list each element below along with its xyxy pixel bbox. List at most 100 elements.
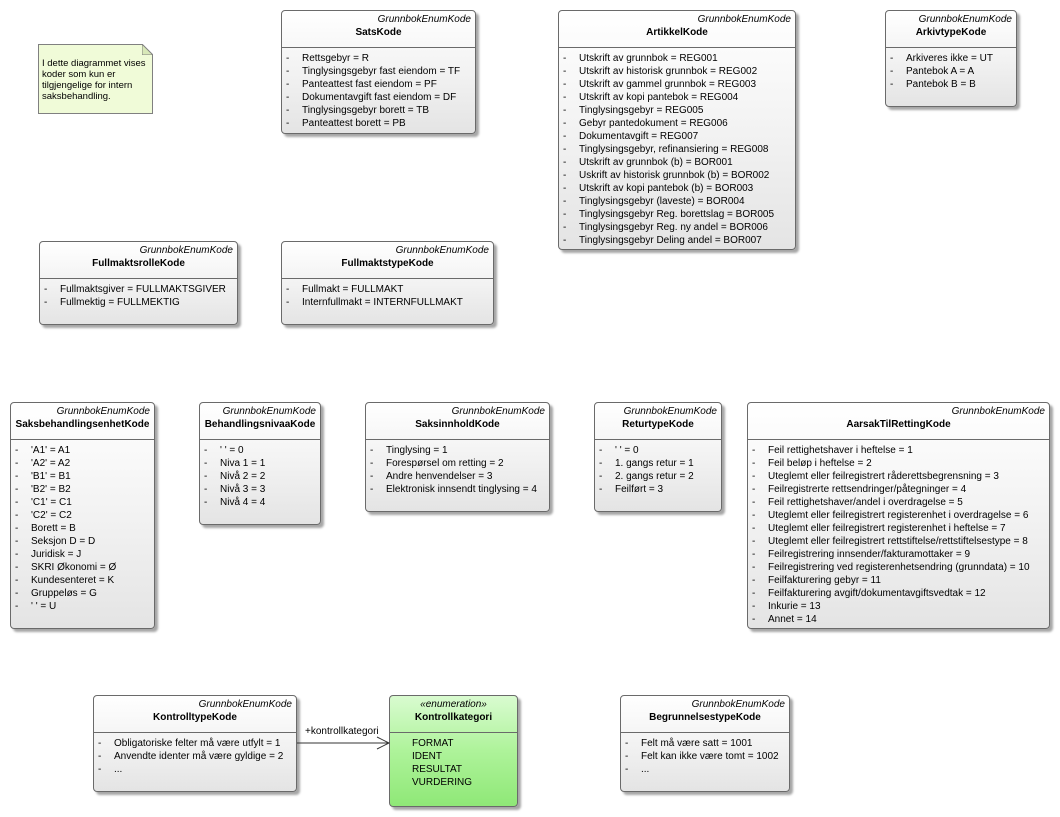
attribute-text: Tinglysingsgebyr (laveste) = BOR004 (579, 196, 745, 207)
attribute-item: - Tinglysingsgebyr Reg. borettslag = BOR0… (559, 208, 795, 221)
class-separator (94, 732, 296, 733)
attribute-item: -Uteglemt eller feilregistrert rettstift… (748, 535, 1049, 548)
visibility-marker: - (15, 445, 19, 456)
visibility-marker: - (563, 209, 567, 220)
class-name: ReturtypeKode (622, 419, 694, 430)
attribute-item: -Gebyr pantedokument = REG006 (559, 117, 795, 130)
class-stereotype: GrunnbokEnumKode (623, 406, 717, 417)
attribute-text: ' ' = 0 (220, 445, 244, 456)
attribute-text: Elektronisk innsendt tinglysing = 4 (386, 484, 537, 495)
attribute-text: Pantebok A = A (906, 66, 975, 77)
visibility-marker: - (752, 549, 756, 560)
attribute-text: Utskrift av kopi pantebok (b) = BOR003 (579, 183, 754, 194)
attribute-text: Tinglysingsgebyr, refinansiering = REG00… (579, 144, 769, 155)
visibility-marker: - (563, 196, 567, 207)
attribute-list: -Feil rettighetshaver i heftelse = 1-Fei… (748, 440, 1049, 630)
attribute-item: -Feil rettighetshaver i heftelse = 1 (748, 444, 1049, 457)
attribute-text: 2. gangs retur = 2 (615, 471, 694, 482)
attribute-text: Gruppeløs = G (31, 588, 97, 599)
attribute-text: Seksjon D = D (31, 536, 96, 547)
attribute-text: Utskrift av kopi pantebok = REG004 (579, 92, 739, 103)
attribute-item: -Utskrift av grunnbok = REG001 (559, 52, 795, 65)
visibility-marker: - (752, 458, 756, 469)
attribute-text: Feilregistrering innsender/fakturamottak… (768, 549, 971, 560)
visibility-marker: - (752, 575, 756, 586)
attribute-text: Juridisk = J (31, 549, 82, 560)
visibility-marker: - (204, 471, 208, 482)
visibility-marker: - (752, 601, 756, 612)
visibility-marker: - (98, 738, 102, 749)
visibility-marker: - (15, 562, 19, 573)
attribute-text: Tinglysingsgebyr = REG005 (579, 105, 704, 116)
attribute-item: -Kundesenteret = K (11, 574, 154, 587)
visibility-marker: - (204, 484, 208, 495)
attribute-item: -Utskrift av kopi pantebok = REG004 (559, 91, 795, 104)
attribute-item: -Feil beløp i heftelse = 2 (748, 457, 1049, 470)
attribute-item: -Feilfakturering avgift/dokumentavgiftsv… (748, 587, 1049, 600)
attribute-text: Feilført = 3 (615, 484, 664, 495)
visibility-marker: - (370, 445, 374, 456)
attribute-item: -Felt kan ikke være tomt = 1002 (621, 750, 789, 763)
attribute-item: - Feilregistrering innsender/fakturamotta… (748, 548, 1049, 561)
visibility-marker: - (599, 484, 603, 495)
attribute-text: Tinglysingsgebyr borett = TB (302, 105, 430, 116)
attribute-text: VURDERING (412, 777, 473, 788)
visibility-marker: - (15, 471, 19, 482)
attribute-item: - Pantebok B = B (886, 78, 1016, 91)
class-stereotype: «enumeration» (420, 699, 487, 710)
class-stereotype: GrunnbokEnumKode (918, 14, 1012, 25)
attribute-text: 'A1' = A1 (31, 445, 71, 456)
attribute-item: -'C2' = C2 (11, 509, 154, 522)
visibility-marker: - (370, 458, 374, 469)
note-text: I dette diagrammet vises koder som kun e… (42, 58, 146, 102)
visibility-marker: - (563, 157, 567, 168)
visibility-marker: - (563, 235, 567, 246)
attribute-list: -Arkiveres ikke = UT-Pantebok A = A-Pant… (886, 48, 1016, 95)
attribute-text: Utskrift av grunnbok (b) = BOR001 (579, 157, 733, 168)
visibility-marker: - (890, 79, 894, 90)
visibility-marker: - (563, 66, 567, 77)
attribute-item: -Internfullmakt = INTERNFULLMAKT (282, 296, 493, 309)
attribute-item: - Utskrift av grunnbok (b) = BOR001 (559, 156, 795, 169)
visibility-marker: - (563, 183, 567, 194)
visibility-marker: - (370, 484, 374, 495)
attribute-text: Tinglysingsgebyr Reg. borettslag = BOR00… (579, 209, 775, 220)
visibility-marker: - (15, 536, 19, 547)
attribute-item: -' ' = 0 (200, 444, 320, 457)
attribute-item: -Fullmakt = FULLMAKT (282, 283, 493, 296)
visibility-marker: - (98, 764, 102, 775)
attribute-text: Pantebok B = B (906, 79, 976, 90)
attribute-item: IDENT (390, 750, 517, 763)
attribute-item: -Tinglysingsgebyr Reg. ny andel = BOR006 (559, 221, 795, 234)
visibility-marker: - (286, 105, 290, 116)
visibility-marker: - (599, 471, 603, 482)
visibility-marker: - (15, 458, 19, 469)
attribute-item: -Niva 1 = 1 (200, 457, 320, 470)
attribute-text: SKRI Økonomi = Ø (31, 562, 117, 573)
attribute-list: -Fullmakt = FULLMAKT-Internfullmakt = IN… (282, 279, 493, 313)
visibility-marker: - (599, 458, 603, 469)
attribute-item: -Tinglysingsgebyr = REG005 (559, 104, 795, 117)
attribute-text: Uskrift av historisk grunnbok (b) = BOR0… (579, 170, 770, 181)
attribute-item: -Feilregistrerte rettsendringer/påtegnin… (748, 483, 1049, 496)
class-separator (282, 47, 475, 48)
